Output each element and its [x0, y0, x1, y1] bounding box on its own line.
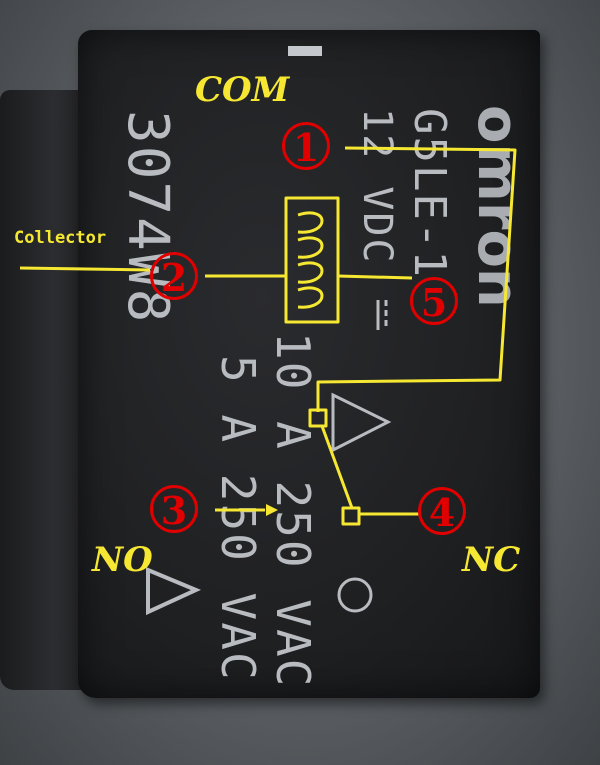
com-contact: [308, 408, 328, 428]
nc-contact: [341, 506, 361, 526]
coil-winding: [297, 211, 324, 309]
switch-arm: [320, 425, 354, 509]
pin-2-marker: 2: [150, 252, 198, 300]
collector-label: Collector: [14, 228, 107, 248]
pin-1-marker: 1: [282, 122, 330, 170]
no-label: NO: [92, 540, 153, 580]
no-arrow-head: [266, 504, 278, 516]
pin-3-marker: 3: [150, 485, 198, 533]
pin-4-marker: 4: [418, 487, 466, 535]
csa-mark-icon: [337, 577, 373, 613]
com-wire: [316, 146, 517, 412]
coil-box: [284, 196, 340, 324]
warning-triangle-icon: [146, 567, 201, 616]
collector-lead: [19, 266, 151, 272]
relay-side-face: [0, 90, 90, 690]
com-label: COM: [195, 70, 290, 110]
nc-label: NC: [462, 540, 521, 580]
top-mark-bar: [288, 46, 322, 56]
pin-5-marker: 5: [410, 277, 458, 325]
coil-lead-right: [337, 274, 413, 280]
vde-mark-icon: [331, 392, 392, 453]
